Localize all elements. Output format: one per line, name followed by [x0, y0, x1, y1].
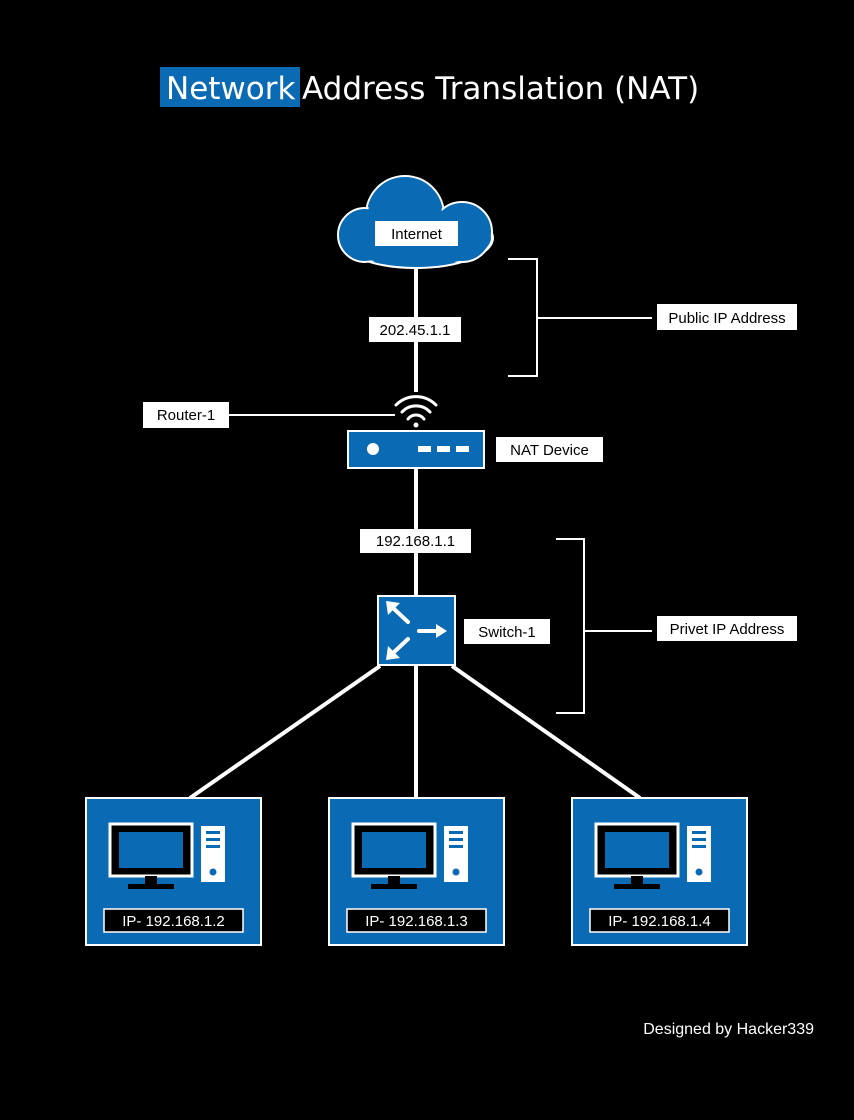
- router-label-box: [143, 402, 229, 428]
- internet-label: Internet: [391, 226, 443, 243]
- monitor-icon: [351, 822, 437, 889]
- switch-label-box: [464, 619, 550, 644]
- computer-node: IP- 192.168.1.4: [571, 797, 748, 946]
- title-highlight-word: Network: [166, 71, 295, 107]
- public-bracket-label: Public IP Address: [668, 310, 785, 327]
- footer-credit: Designed by Hacker339: [643, 1021, 814, 1038]
- computer-ip-label: IP- 192.168.1.4: [608, 913, 711, 930]
- computer-ip-label: IP- 192.168.1.2: [122, 913, 225, 930]
- ip-label-box: [103, 908, 244, 933]
- monitor-icon: [594, 822, 680, 889]
- private-gateway-box: [360, 529, 471, 553]
- public-bracket: [508, 258, 652, 377]
- title-highlight-box: [160, 67, 300, 107]
- nat-device-label-box: [496, 437, 603, 462]
- diagram-title: Network Address Translation (NAT): [160, 67, 699, 107]
- computer-node: IP- 192.168.1.3: [328, 797, 505, 946]
- tower-icon: [444, 826, 468, 882]
- private-bracket-label-box: [657, 616, 797, 641]
- router-icon: [347, 430, 485, 469]
- private-bracket-label: Privet IP Address: [670, 621, 785, 638]
- nat-device-label: NAT Device: [510, 442, 589, 459]
- switch-label: Switch-1: [478, 624, 536, 641]
- switch-icon: [377, 595, 456, 666]
- public-ip-box: [369, 317, 461, 342]
- tower-icon: [201, 826, 225, 882]
- title-rest: Address Translation (NAT): [302, 71, 699, 107]
- internet-label-box: [375, 221, 458, 246]
- ip-label-box: [589, 908, 730, 933]
- private-bracket: [556, 538, 652, 714]
- ip-label-box: [346, 908, 487, 933]
- link-switch-pc1: [188, 664, 382, 800]
- public-bracket-label-box: [657, 304, 797, 330]
- public-ip-label: 202.45.1.1: [380, 322, 451, 339]
- tower-icon: [687, 826, 711, 882]
- private-gateway-label: 192.168.1.1: [376, 533, 455, 550]
- computer-ip-label: IP- 192.168.1.3: [365, 913, 468, 930]
- wifi-icon: [394, 395, 438, 428]
- router-label: Router-1: [157, 407, 215, 424]
- computer-node: IP- 192.168.1.2: [85, 797, 262, 946]
- link-switch-pc3: [450, 664, 642, 800]
- monitor-icon: [108, 822, 194, 889]
